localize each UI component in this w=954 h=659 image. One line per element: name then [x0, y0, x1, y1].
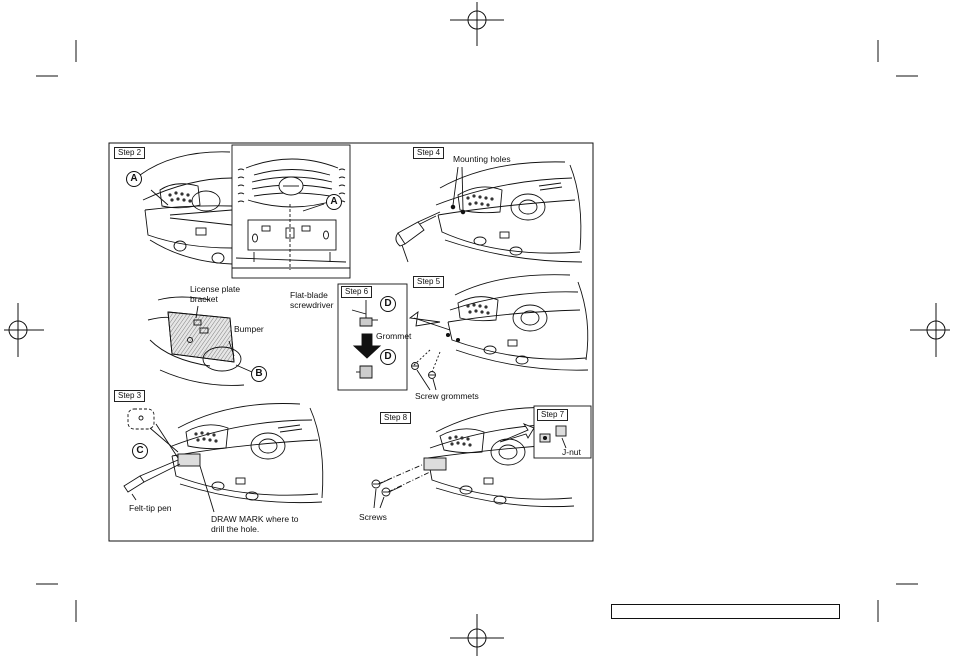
callout-b: B	[251, 366, 267, 382]
mounting-holes-label: Mounting holes	[453, 154, 511, 164]
draw-mark-label: DRAW MARK where to drill the hole.	[211, 514, 303, 534]
step7-label: Step 7	[537, 409, 568, 421]
page-reference-box	[611, 604, 840, 619]
flat-blade-screwdriver-label: Flat-blade screwdriver	[290, 290, 340, 310]
callout-a-zoom: A	[326, 194, 342, 210]
j-nut-label: J-nut	[562, 447, 581, 457]
callout-a-step2: A	[126, 171, 142, 187]
step4-label: Step 4	[413, 147, 444, 159]
bumper-label: Bumper	[234, 324, 264, 334]
step3-label: Step 3	[114, 390, 145, 402]
step5-label: Step 5	[413, 276, 444, 288]
grommet-label: Grommet	[376, 331, 411, 341]
step6-label: Step 6	[341, 286, 372, 298]
screws-label: Screws	[359, 512, 387, 522]
callout-c: C	[132, 443, 148, 459]
license-plate-bracket-label: License plate bracket	[190, 284, 252, 304]
felt-tip-pen-label: Felt-tip pen	[129, 503, 172, 513]
step2-zoom-view	[232, 145, 350, 278]
step2-label: Step 2	[114, 147, 145, 159]
callout-d-top: D	[380, 296, 396, 312]
callout-d-bottom: D	[380, 349, 396, 365]
screw-grommets-label: Screw grommets	[415, 391, 479, 401]
step8-label: Step 8	[380, 412, 411, 424]
